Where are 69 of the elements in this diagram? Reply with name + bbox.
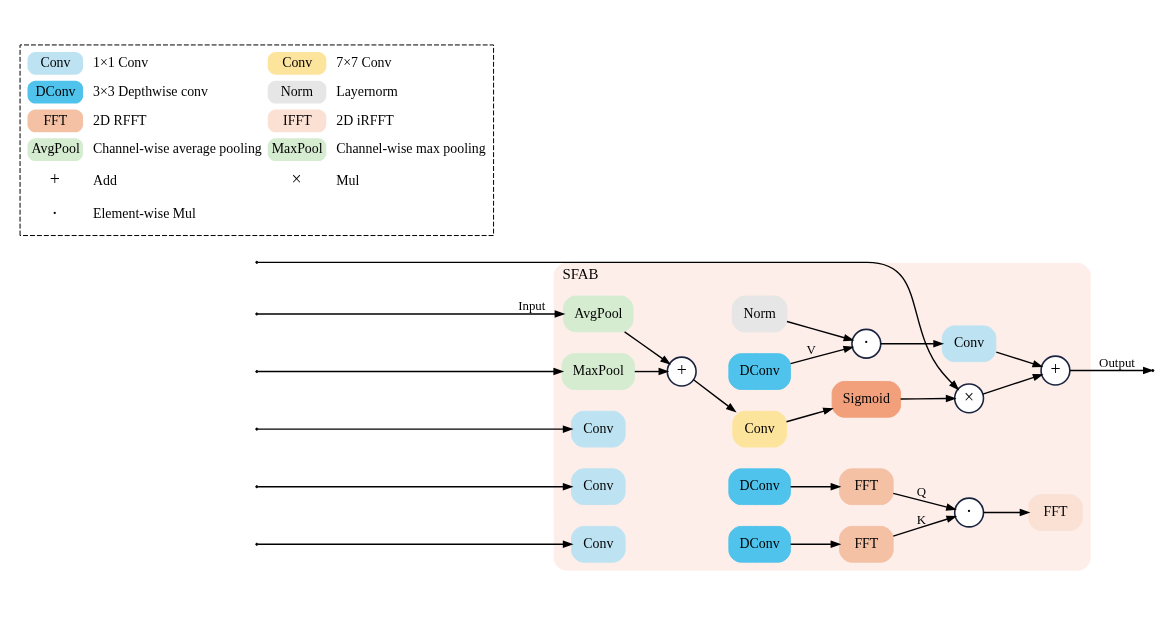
legend-label: Mul: [336, 172, 360, 188]
edge-label: K: [916, 512, 927, 527]
node-box: Norm: [731, 295, 788, 332]
arrow: [786, 320, 855, 341]
label: ·: [51, 202, 58, 223]
legend-label: Add: [93, 172, 117, 188]
node-circle: +: [1040, 354, 1071, 386]
legend-label: 2D RFFT: [93, 112, 147, 128]
legend-label: 3×3 Depthwise conv: [93, 83, 208, 99]
legend-label: Element-wise Mul: [93, 205, 196, 221]
node-box: DConv: [728, 467, 791, 505]
arrow: [623, 330, 671, 365]
arrow: [634, 367, 670, 375]
label: ×: [291, 168, 302, 189]
arrow: [1069, 366, 1154, 374]
arrow: [789, 540, 842, 548]
edge-label: Q: [916, 484, 927, 499]
node-box: DConv: [728, 525, 791, 563]
node-box: Conv: [941, 324, 997, 362]
legend-label: Channel-wise max pooling: [336, 140, 486, 156]
node-circle: ·: [851, 328, 882, 359]
label: AvgPool: [31, 140, 80, 156]
legend-label: 1×1 Conv: [93, 54, 149, 70]
node-box: DConv: [728, 352, 791, 390]
label: IFFT: [283, 112, 312, 128]
node-box: Conv: [571, 525, 626, 563]
arrow: [995, 350, 1044, 367]
arrow: [692, 378, 737, 412]
arrow: [899, 394, 957, 402]
node-box: Conv: [571, 467, 626, 505]
arrow: [982, 373, 1044, 395]
arrow: [892, 515, 958, 537]
arrow: [789, 482, 842, 490]
label: Conv: [40, 54, 71, 70]
arrow: [785, 407, 834, 422]
label: FFT: [43, 112, 68, 128]
edge-label: Input: [518, 298, 546, 313]
edge-label: V: [806, 342, 816, 357]
node-box: Sigmoid: [831, 380, 902, 418]
arrow: [789, 345, 855, 364]
node-box: Conv: [732, 410, 787, 447]
legend-label: Layernorm: [336, 83, 398, 99]
node-box: AvgPool: [563, 295, 634, 332]
node-box: Conv: [571, 410, 626, 447]
label: Norm: [280, 83, 314, 99]
node-circle: ×: [953, 382, 985, 414]
legend-label: 2D iRFFT: [336, 112, 394, 128]
arrow: [982, 508, 1031, 516]
label: Conv: [282, 54, 313, 70]
node-box: FFT: [839, 525, 894, 563]
node-circle: ·: [953, 496, 985, 528]
arrow: [257, 309, 566, 318]
legend-label: Channel-wise average pooling: [93, 140, 262, 156]
arrow: [257, 482, 574, 490]
legend-label: 7×7 Conv: [336, 54, 392, 70]
arrow: [880, 339, 945, 347]
node-box: MaxPool: [561, 352, 636, 390]
label: DConv: [35, 83, 76, 99]
label: MaxPool: [271, 140, 323, 156]
arrow: [892, 492, 957, 511]
node-box: FFT: [1028, 493, 1083, 531]
node-circle: +: [666, 355, 697, 387]
arrow: [257, 424, 574, 433]
node-box: FFT: [839, 467, 894, 505]
arrow: [257, 367, 565, 375]
edge-label: Output: [1099, 355, 1135, 370]
arrow: [257, 540, 574, 548]
arrow: [257, 261, 960, 390]
label: +: [49, 168, 60, 189]
